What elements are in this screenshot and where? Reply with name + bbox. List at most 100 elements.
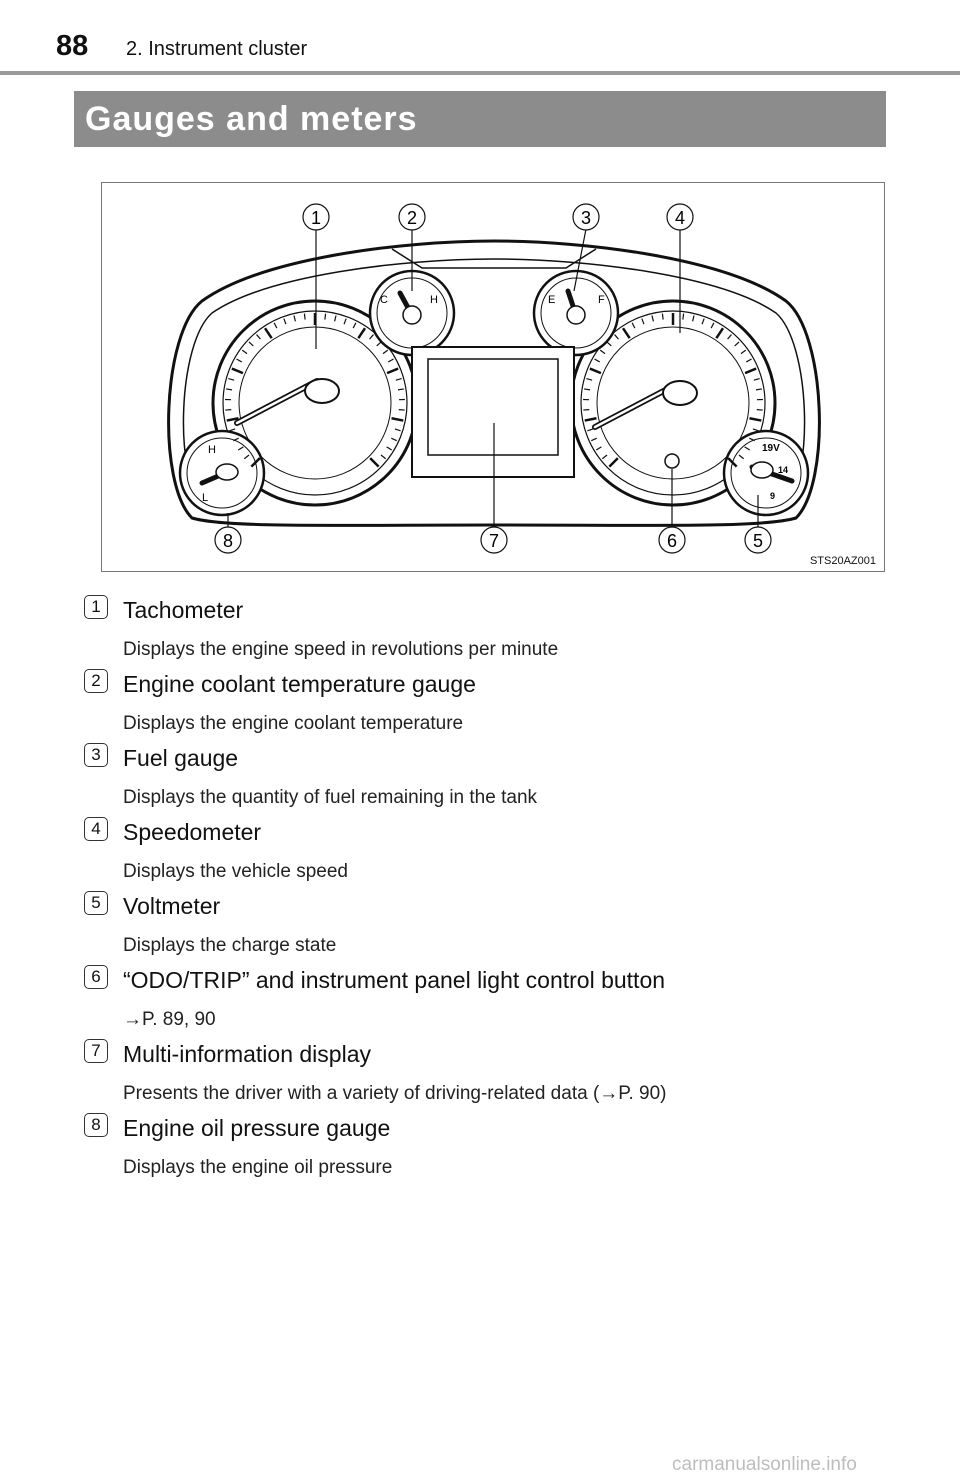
speedometer-tick [594, 358, 601, 363]
callout-badges: 1 2 3 4 5 6 7 8 [214, 203, 772, 554]
speedometer-tick [701, 318, 705, 325]
tachometer-tick [233, 437, 239, 442]
item-page-reference: →P. 89, 90 [123, 1009, 216, 1030]
tachometer-tick [236, 358, 243, 363]
voltmeter-gauge: 19V 14 9 [722, 429, 810, 517]
callout-2: 2 [407, 208, 417, 228]
fuel-gauge: E F [532, 269, 620, 357]
tachometer-tick [391, 416, 404, 422]
speedometer-tick [749, 416, 762, 422]
item-title: Multi-information display [123, 1041, 371, 1067]
callout-5: 5 [753, 531, 763, 551]
speedometer-tick [753, 377, 760, 381]
tachometer-tick [283, 318, 287, 325]
speedometer-tick [715, 327, 725, 339]
callout-4: 4 [675, 208, 685, 228]
item-number: 5 [84, 891, 108, 915]
item-number: 6 [84, 965, 108, 989]
speedometer-tick [710, 322, 715, 329]
item-title: Engine oil pressure gauge [123, 1115, 391, 1141]
item-description: Presents the driver with a variety of dr… [123, 1083, 667, 1104]
volt-19-label: 19V [762, 443, 780, 454]
item-title: Speedometer [123, 819, 262, 845]
header-rule [0, 71, 960, 75]
item-number: 2 [84, 669, 108, 693]
tachometer-tick [256, 334, 261, 340]
oil-h-label: H [208, 444, 216, 456]
volt-14-label: 14 [778, 465, 788, 475]
tachometer-tick [237, 446, 244, 451]
item-number: 8 [84, 1113, 108, 1137]
coolant-gauge: C H [368, 269, 456, 357]
speedometer-tick [587, 428, 594, 432]
tachometer-tick [394, 428, 401, 432]
item-description: Displays the engine coolant temperature [123, 713, 464, 734]
speedometer-tick [734, 341, 740, 347]
coolant-h-label: H [430, 294, 438, 306]
watermark-logo: carmanualsonline.info [672, 1454, 857, 1475]
tachometer-tick [376, 341, 382, 347]
speedometer-tick [641, 318, 645, 325]
tachometer-tick [397, 388, 404, 391]
item-number: 1 [84, 595, 108, 619]
speedometer-tick [727, 334, 732, 340]
oil-pressure-gauge: H L [178, 429, 266, 517]
tachometer-tick [369, 334, 374, 340]
speedometer-tick [740, 349, 747, 355]
tachometer-tick [387, 358, 394, 363]
list-item: 3 Fuel gauge Displays the quantity of fu… [84, 740, 924, 814]
list-item: 4 Speedometer Displays the vehicle speed [84, 814, 924, 888]
speedometer-tick [606, 341, 612, 347]
tachometer-tick [395, 377, 402, 381]
tachometer-tick [334, 315, 337, 322]
tachometer-tick [248, 341, 254, 347]
callout-1: 1 [311, 208, 321, 228]
instrument-cluster-illustration: C H E F H L 19V 14 9 [167, 203, 821, 554]
tachometer-tick [380, 454, 387, 460]
section-banner: Gauges and meters [74, 91, 886, 147]
odo-trip-button [664, 453, 680, 469]
fuel-f-label: F [598, 294, 605, 306]
fuel-e-label: E [548, 294, 555, 306]
speedometer-tick [608, 457, 619, 468]
speedometer-tick [692, 315, 695, 322]
multi-information-display [411, 346, 575, 478]
item-title: Voltmeter [123, 893, 221, 919]
item-description: Displays the vehicle speed [123, 861, 348, 882]
speedometer-tick [589, 367, 602, 375]
tachometer-tick [226, 388, 233, 391]
instrument-cluster-figure: C H E F H L 19V 14 9 [101, 182, 885, 572]
tachometer-tick [303, 313, 306, 320]
tachometer-tick [369, 457, 380, 468]
callout-8: 8 [223, 531, 233, 551]
tachometer-tick [226, 416, 239, 422]
list-item: 8 Engine oil pressure gauge Displays the… [84, 1110, 924, 1184]
tachometer-tick [263, 327, 273, 339]
tachometer-tick [241, 349, 248, 355]
oil-l-label: L [202, 492, 208, 504]
callout-3: 3 [581, 208, 591, 228]
speedometer-tick [738, 454, 745, 460]
item-description: Displays the quantity of fuel remaining … [123, 787, 538, 808]
speedometer-tick [595, 446, 602, 451]
volt-9-label: 9 [770, 491, 775, 501]
item-description: Displays the engine speed in revolutions… [123, 639, 559, 660]
tachometer-tick [357, 327, 367, 339]
speedometer-tick [599, 349, 606, 355]
speedometer-tick [755, 388, 762, 391]
tachometer-tick [343, 318, 347, 325]
item-description: Displays the charge state [123, 935, 337, 956]
list-item: 5 Voltmeter Displays the charge state [84, 888, 924, 962]
speedometer-tick [752, 428, 759, 432]
callout-6: 6 [667, 531, 677, 551]
item-description: Displays the engine oil pressure [123, 1157, 393, 1178]
callout-7: 7 [489, 531, 499, 551]
speedometer-tick [584, 388, 591, 391]
list-item: 7 Multi-information display Presents the… [84, 1036, 924, 1110]
item-number: 4 [84, 817, 108, 841]
speedometer-tick [744, 367, 757, 375]
section-title: Gauges and meters [85, 100, 418, 138]
speedometer-tick [745, 358, 752, 363]
speedometer-tick [651, 315, 654, 322]
tachometer-tick [231, 367, 244, 375]
